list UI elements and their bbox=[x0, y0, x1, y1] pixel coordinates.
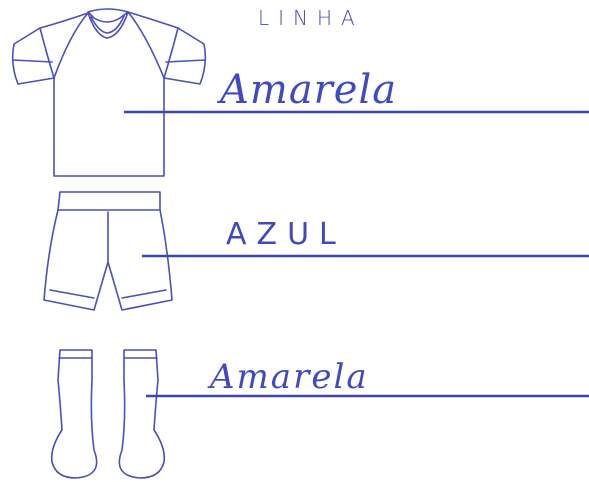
socks-icon bbox=[52, 350, 165, 478]
shirt-icon bbox=[13, 9, 206, 176]
shorts-icon bbox=[44, 192, 172, 310]
page-title: LINHA bbox=[258, 8, 364, 28]
shorts-color-label: AZUL bbox=[226, 220, 346, 250]
shirt-color-label: Amarela bbox=[220, 70, 397, 110]
socks-color-label: Amarela bbox=[210, 360, 369, 394]
